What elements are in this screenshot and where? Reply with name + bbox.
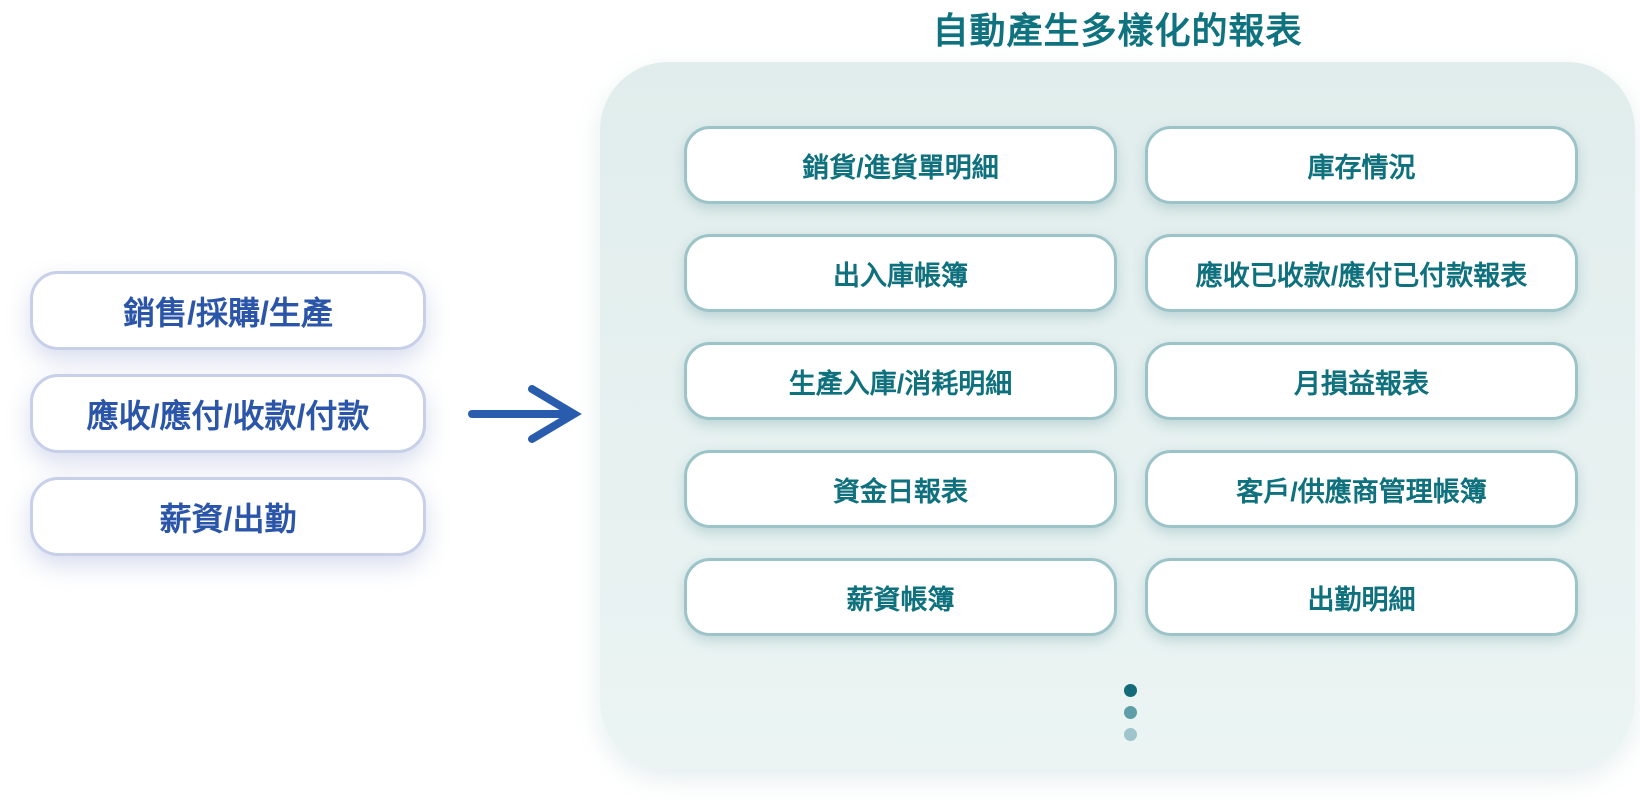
report-box-in-out-ledger: 出入庫帳簿 xyxy=(684,234,1117,312)
report-box-inventory-status: 庫存情況 xyxy=(1145,126,1578,204)
source-box-sales-purchase-production: 銷售/採購/生產 xyxy=(30,271,426,350)
report-box-sales-purchase-detail: 銷貨/進貨單明細 xyxy=(684,126,1117,204)
more-reports-dot xyxy=(1124,728,1137,741)
page-title: 自動產生多樣化的報表 xyxy=(932,10,1303,51)
source-box-label: 薪資/出勤 xyxy=(159,500,297,537)
reports-panel: 銷貨/進貨單明細 庫存情況 出入庫帳簿 應收已收款/應付已付款報表 生產入庫/消… xyxy=(600,62,1635,769)
source-box-receivable-payable: 應收/應付/收款/付款 xyxy=(30,374,426,453)
report-box-monthly-pnl: 月損益報表 xyxy=(1145,342,1578,420)
arrow-right-icon xyxy=(468,385,582,443)
source-box-payroll-attendance: 薪資/出勤 xyxy=(30,477,426,556)
report-box-received-paid-report: 應收已收款/應付已付款報表 xyxy=(1145,234,1578,312)
report-box-production-consumption: 生產入庫/消耗明細 xyxy=(684,342,1117,420)
report-box-daily-cash-report: 資金日報表 xyxy=(684,450,1117,528)
more-reports-dot xyxy=(1124,706,1137,719)
source-box-label: 銷售/採購/生產 xyxy=(123,294,333,331)
report-box-payroll-ledger: 薪資帳簿 xyxy=(684,558,1117,636)
report-box-customer-supplier-ledger: 客戶/供應商管理帳簿 xyxy=(1145,450,1578,528)
source-box-label: 應收/應付/收款/付款 xyxy=(86,397,370,434)
more-reports-dot xyxy=(1124,684,1137,697)
report-box-attendance-detail: 出勤明細 xyxy=(1145,558,1578,636)
